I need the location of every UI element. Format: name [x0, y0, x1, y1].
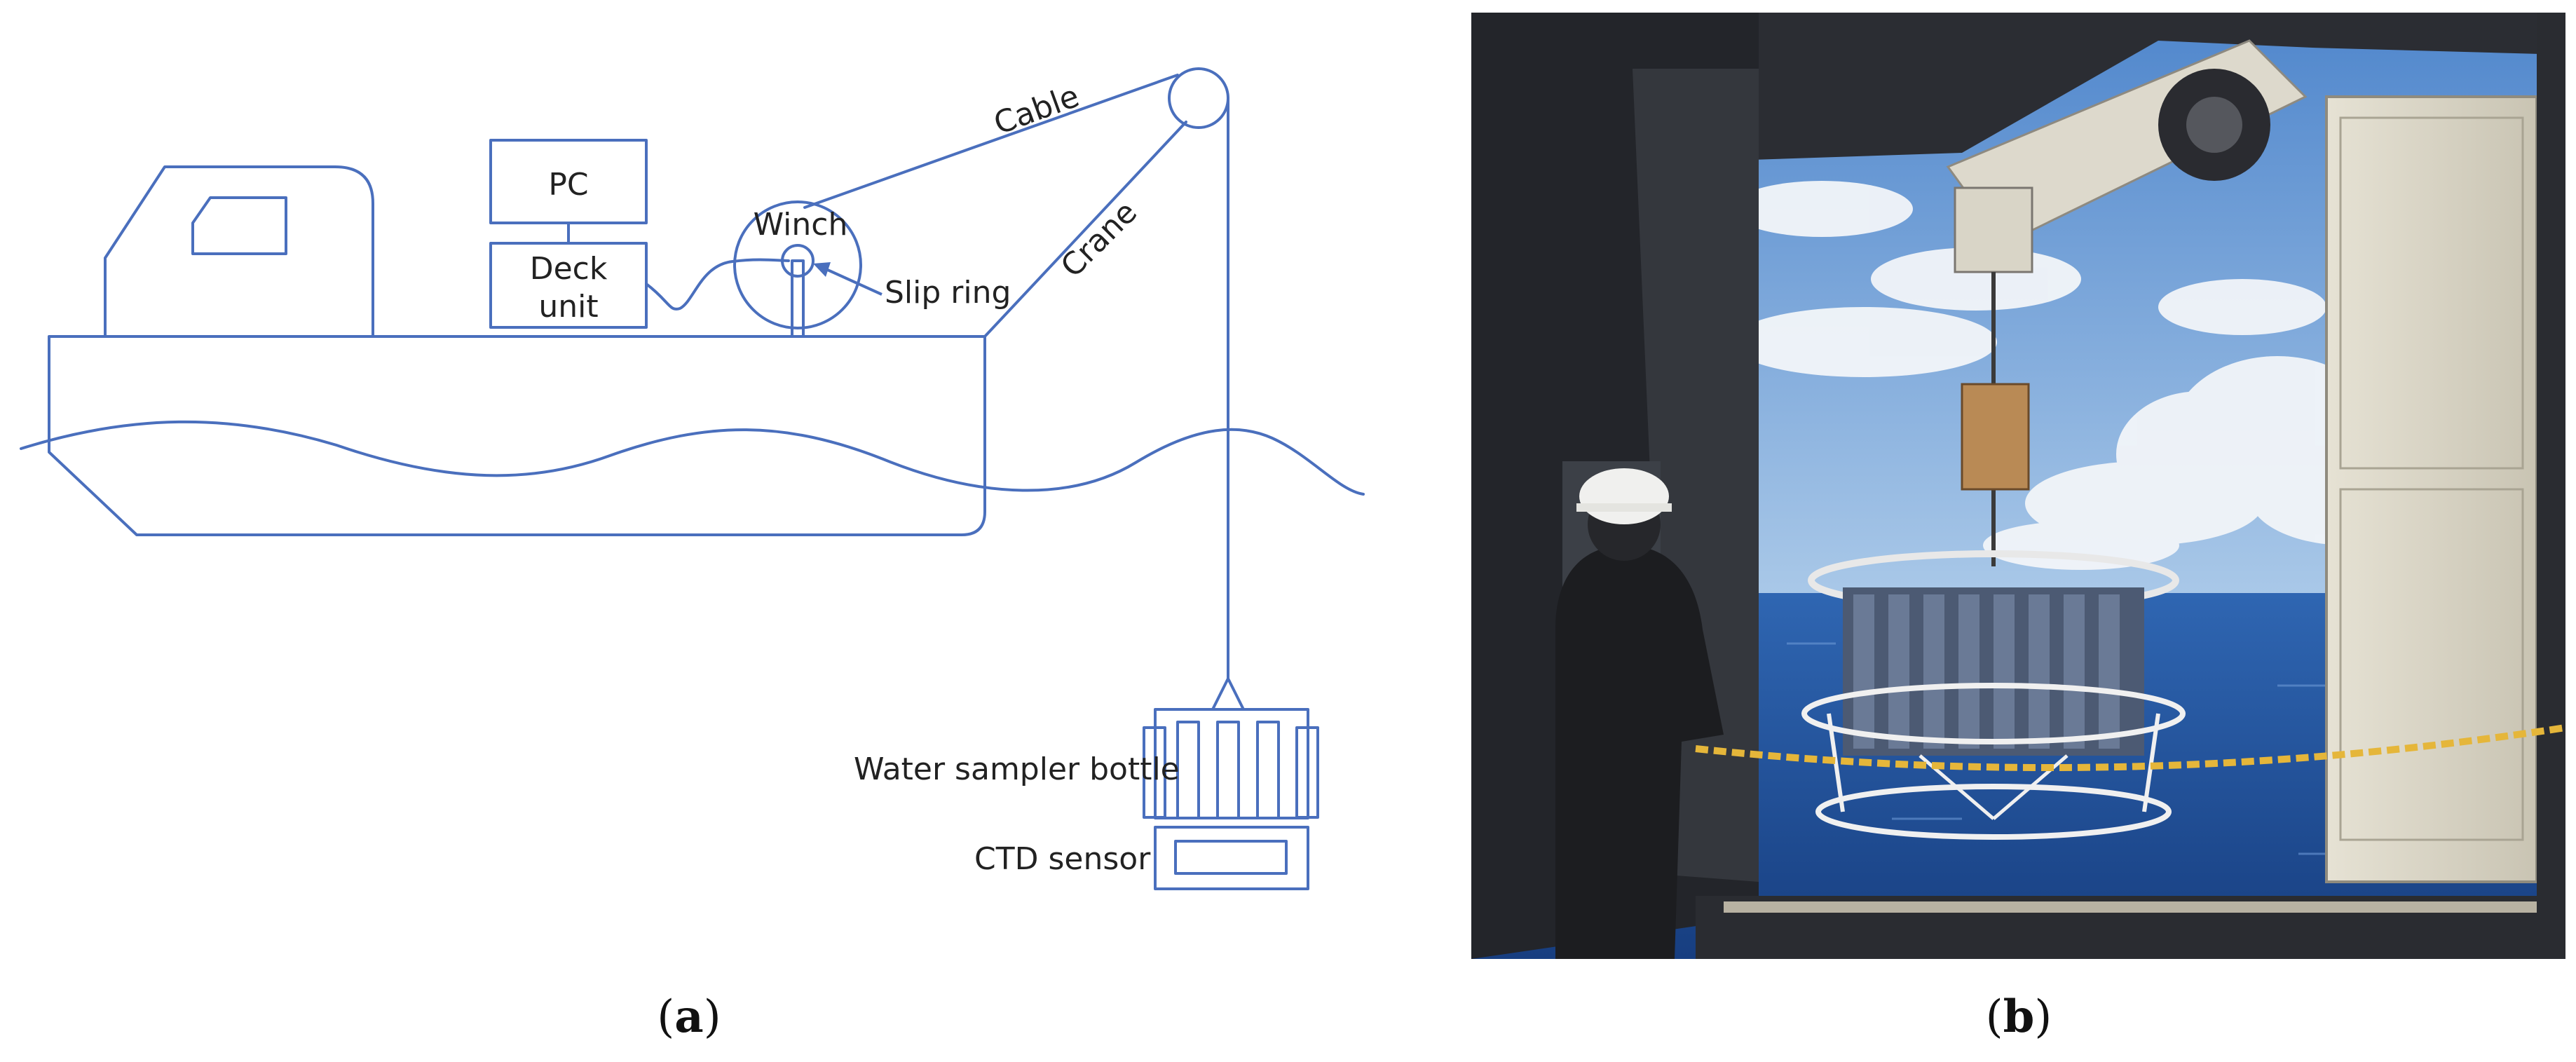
caption-a: (a)	[657, 990, 721, 1043]
schematic-panel: PC Deck unit Winch Slip ring Cable Crane…	[20, 67, 1365, 1043]
rosette-hook	[1211, 677, 1245, 711]
deck-unit-label-line2: unit	[538, 289, 598, 325]
hard-hat	[1579, 468, 1669, 524]
ctd-housing	[1154, 826, 1309, 890]
ctd-sensor-box	[1174, 840, 1288, 875]
winch-drum	[733, 200, 862, 329]
caption-b: (b)	[1986, 990, 2052, 1043]
ctd-rosette	[1801, 550, 2186, 840]
tag-line-rope	[1695, 724, 2566, 771]
slip-ring	[781, 244, 815, 278]
slip-ring-label: Slip ring	[885, 275, 1011, 311]
ctd-sensor-label: CTD sensor	[974, 841, 1151, 877]
sheave-pulley	[1168, 67, 1229, 129]
water-sampler-bottle	[1256, 721, 1280, 819]
water-sampler-bottle	[1143, 726, 1166, 819]
cable-label: Cable	[989, 79, 1084, 142]
sea-wave	[20, 420, 1365, 496]
pc-label: PC	[548, 167, 588, 203]
deck-unit-label-line1: Deck	[530, 251, 608, 287]
winch-label: Winch	[754, 207, 848, 243]
winch-stand	[791, 259, 805, 338]
deployment-photo-illustration	[1471, 13, 2566, 959]
water-sampler-bottle	[1295, 726, 1319, 819]
deployment-photo	[1471, 13, 2566, 959]
crane-head	[1954, 186, 2033, 273]
water-sampler-bottle-label: Water sampler bottle	[854, 751, 1180, 787]
ship-hull	[48, 335, 986, 536]
caption-b-wrap: (b)	[1471, 967, 2565, 1051]
cabin-window	[191, 196, 287, 255]
crane-boom	[983, 121, 1187, 338]
crane-label: Crane	[1054, 194, 1145, 285]
ship-cabin	[104, 165, 374, 338]
cable-line	[803, 74, 1179, 209]
releaser-frame	[1961, 383, 2030, 491]
schematic-diagram: PC Deck unit Winch Slip ring Cable Crane…	[20, 67, 1365, 1043]
deck-winch-wire	[645, 258, 790, 311]
crew-member	[1555, 468, 1724, 959]
door-frame-right	[2537, 13, 2565, 959]
water-sampler-bottle	[1176, 721, 1200, 819]
water-sampler-bottle	[1216, 721, 1240, 819]
slip-ring-arrow	[813, 262, 882, 296]
